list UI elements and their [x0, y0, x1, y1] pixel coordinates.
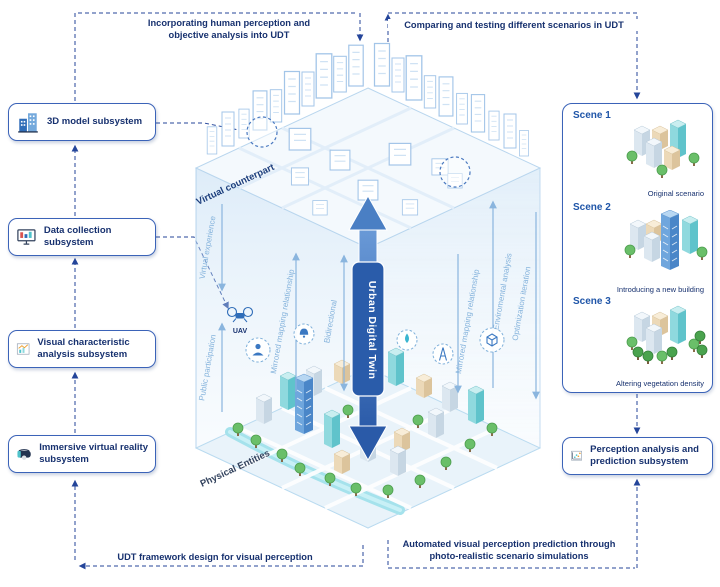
caption-bottom-left: UDT framework design for visual percepti… — [100, 551, 330, 564]
subsystem-label: 3D model subsystem — [47, 116, 143, 128]
caption-top-left: Incorporating human perception and objec… — [126, 17, 332, 42]
chart-icon — [16, 343, 30, 355]
tower-icon — [438, 347, 448, 361]
scene-caption: Altering vegetation density — [616, 378, 704, 388]
person-icon — [252, 343, 264, 356]
scene-caption: Original scenario — [647, 188, 704, 198]
scene-3[interactable]: Scene 3 Altering vegetation density — [563, 296, 712, 388]
caption-top-right: Comparing and testing different scenario… — [388, 19, 640, 32]
bell-icon — [299, 328, 309, 338]
subsystem-label: Data collection subsystem — [43, 225, 112, 248]
scene-1-art — [626, 119, 700, 179]
scenes-panel: Scene 1 Original scenario Scene 2 Introd… — [562, 103, 713, 393]
subsystem-3d-model[interactable]: 3D model subsystem — [8, 103, 156, 141]
subsystem-label: Visual characteristic analysis subsystem — [37, 337, 130, 360]
cube-icon — [486, 333, 498, 347]
mid-icons: UAV — [226, 306, 505, 365]
subsystem-perception-analysis[interactable]: Perception analysis and prediction subsy… — [562, 437, 713, 475]
subsystem-data-collection[interactable]: Data collection subsystem — [8, 218, 156, 256]
scene-1[interactable]: Scene 1 Original scenario — [563, 110, 712, 198]
virtual-city: Virtual counterpart — [195, 42, 542, 249]
scene-title: Scene 1 — [573, 110, 611, 121]
scene-title: Scene 3 — [573, 296, 611, 307]
scene-title: Scene 2 — [573, 202, 611, 213]
udt-axis-arrow: Urban Digital Twin — [348, 194, 388, 462]
water-drop-icon — [405, 333, 409, 343]
subsystem-immersive-vr[interactable]: Immersive virtual reality subsystem — [8, 435, 156, 473]
scatter-chart-icon — [571, 450, 582, 461]
scene-2-art — [624, 210, 708, 271]
vr-headset-icon — [17, 449, 31, 460]
uav-label: UAV — [233, 328, 248, 335]
scene-2[interactable]: Scene 2 Introducing a new building — [563, 202, 712, 294]
monitor-icon — [17, 229, 36, 245]
subsystem-label: Perception analysis and prediction subsy… — [590, 444, 699, 467]
uav-icon — [226, 306, 254, 323]
caption-bottom-right: Automated visual perception prediction t… — [390, 538, 628, 563]
highlight-circles — [246, 116, 471, 188]
scene-caption: Introducing a new building — [616, 284, 704, 294]
subsystem-visual-analysis[interactable]: Visual characteristic analysis subsystem — [8, 330, 156, 368]
buildings-icon — [18, 113, 38, 133]
scene-3-art — [626, 305, 708, 365]
udt-axis-label: Urban Digital Twin — [366, 281, 378, 380]
subsystem-label: Immersive virtual reality subsystem — [39, 442, 148, 465]
relationship-arrows — [218, 200, 540, 412]
